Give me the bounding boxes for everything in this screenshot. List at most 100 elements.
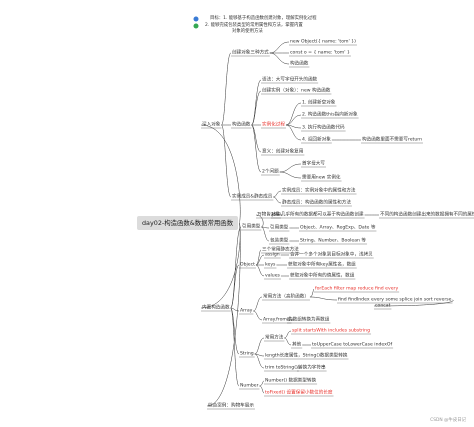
node-n1-2-3-2[interactable]: 2. 构造函数this指向新对象: [302, 112, 358, 118]
connector-n2_3-n2_3_1: [253, 296, 263, 312]
connector-n1_2_5-n1_2_5_1: [279, 163, 302, 173]
node-n1-2[interactable]: 构造函数: [232, 122, 251, 128]
node-n1-2-5-1[interactable]: 首字母大写: [302, 161, 325, 167]
node-n1-1-1[interactable]: new Object({ name: 'tom' }): [290, 39, 356, 45]
connector-n2_4-n2_4_1: [254, 337, 265, 355]
connector-root-n3: [206, 222, 241, 407]
node-n2-1-2-1[interactable]: Object、Array、RegExp、Date 等: [300, 225, 376, 231]
node-n2-1-1-0[interactable]: JS中几乎所有的数据都可以基于构造函数创建: [272, 212, 364, 218]
connector-n2_3_1_2-n2_3_1_3: [373, 299, 454, 307]
node-n2-3-1-3[interactable]: concat: [375, 303, 391, 309]
note-line-2: 2. 能够完成包装类型的常用属性和方法，掌握内置: [205, 23, 303, 28]
connector-root-n2: [200, 222, 241, 309]
node-n1-2-3[interactable]: 实例化过程: [262, 122, 285, 128]
node-n1-2-3-1[interactable]: 1. 创建新空对象: [302, 100, 336, 106]
node-n1-2-5[interactable]: 2个问题: [262, 169, 279, 175]
node-n2-2-1[interactable]: assign: [265, 252, 280, 258]
node-n1-3[interactable]: 实例成员&静态成员: [232, 194, 273, 200]
node-n2-3-2[interactable]: Array.from(): [263, 317, 291, 323]
node-n2-5-1[interactable]: Number() 数据类型转换: [265, 378, 317, 384]
node-n1-2-1[interactable]: 语法：大写字母开头的函数: [262, 77, 318, 83]
connector-n1_2_3-n1_2_3_4: [285, 124, 302, 141]
node-n2-4-3-1[interactable]: 转换为字符串: [298, 365, 326, 371]
connector-n2_4-n2_4_3: [254, 353, 265, 369]
node-n2[interactable]: 内置构造函数: [202, 305, 230, 311]
blue-dot-icon: [193, 16, 199, 22]
node-n2-1-1[interactable]: 万物皆对象: [257, 212, 280, 218]
node-n2-1[interactable]: 引用类型: [242, 224, 261, 230]
node-n2-4-2[interactable]: length长度属性，String()数据类型转换: [265, 353, 348, 359]
node-n1-2-3-5[interactable]: 构造函数里面不需要写return: [362, 137, 422, 143]
connector-n1_2_5-n1_2_5_2: [279, 171, 302, 179]
node-n2-1-3-1[interactable]: String、Number、Boolean 等: [300, 238, 367, 244]
note-line-1: 目标：1. 能够基于构造函数创建对象，理解实例化过程: [210, 16, 317, 21]
node-n2-3-1-1[interactable]: forEach filter map reduce find every: [315, 286, 399, 292]
node-n2-4-1-3[interactable]: toUpperCase toLowerCase indexOf: [312, 342, 393, 348]
node-n2-1-1-1[interactable]: 不同的构造函数创建出来的数据拥有不同的属性和方法: [380, 212, 474, 218]
watermark-text: CSDN @牛皮日记: [430, 418, 466, 423]
node-n2-2-1-1[interactable]: 合并一个多个对象到目标对象中，浅拷贝: [290, 252, 373, 258]
node-n1-2-2[interactable]: 创建实例（对象）：new 构造函数: [262, 88, 331, 94]
connector-n2_1-n2_1_2: [261, 226, 270, 229]
root-topic[interactable]: day02-构造函数&数据常用函数: [137, 216, 239, 230]
node-n2-4[interactable]: String: [240, 351, 254, 357]
node-n1-1[interactable]: 创建对象三种方式: [232, 50, 269, 56]
connector-n1_2-n1_2_4: [251, 124, 262, 153]
node-n2-4-1-2[interactable]: 其他: [292, 342, 302, 348]
connector-n2_2-n2_2_1: [255, 254, 265, 266]
node-n2-3[interactable]: Array: [240, 308, 253, 314]
connector-n2_4_1-n2_4_1_1: [284, 330, 292, 339]
node-n2-5[interactable]: Number: [240, 383, 259, 389]
connector-n2-n2_4: [230, 307, 240, 355]
connector-n2_1-n2_1_1: [255, 214, 264, 228]
green-dot-icon: [193, 23, 199, 29]
connector-n2_4_1-n2_4_1_2: [284, 337, 292, 346]
connector-n2_1-n2_1_3: [261, 226, 270, 242]
node-n2-2-3[interactable]: values: [265, 273, 280, 279]
node-n2-2[interactable]: Object: [240, 262, 255, 268]
connector-n1_1-n1_1_3: [269, 52, 290, 65]
node-n2-3-2-1[interactable]: 伪数组转换为真数组: [288, 317, 330, 323]
node-n2-4-1[interactable]: 常用方法: [265, 335, 284, 341]
node-n1-2-5-2[interactable]: 需要用new 实例化: [302, 175, 341, 181]
node-n1-3-2[interactable]: 静态成员：构造函数的属性和方法: [282, 200, 351, 206]
connector-root-n1: [200, 124, 241, 224]
node-n1-2-3-4[interactable]: 4. 返回新对象: [302, 137, 331, 143]
node-n2-3-1[interactable]: 常用方法（高阶函数）: [263, 294, 309, 300]
note-line-3: 对象的使用方法: [232, 29, 263, 34]
connector-n1_2-n1_2_2: [251, 90, 262, 126]
node-n1-2-3-3[interactable]: 3. 执行构造函数代码: [302, 125, 345, 131]
connector-n1_3-n1_3_2: [273, 196, 282, 204]
connector-n2_3_1-n2_3_1_2: [309, 296, 338, 301]
connector-n1_2_3-n1_2_3_3: [285, 124, 302, 129]
connector-n1_2-n1_2_5: [251, 124, 262, 173]
connector-n1_1-n1_1_1: [269, 41, 290, 54]
node-n2-3-1-2[interactable]: find findIndex every some splice join so…: [338, 297, 452, 303]
connector-n2_5-n2_5_2: [259, 385, 265, 394]
node-n2-4-3[interactable]: trim toString(): [265, 365, 298, 371]
connector-n1_3-n1_3_1: [273, 190, 282, 198]
node-n2-2-3-1[interactable]: 获取对象中所有的值属性，数组: [290, 273, 355, 279]
node-n1-2-4[interactable]: 意义：创建对象复用: [262, 149, 304, 155]
connector-n1_2_3-n1_2_3_1: [285, 102, 302, 126]
node-n2-4-1-1[interactable]: split startsWith includes substring: [292, 328, 371, 334]
node-n1-3-1[interactable]: 实例成员：实例对象中的属性和方法: [282, 188, 356, 194]
node-n2-2-2-1[interactable]: 获取对象中所有key属性名，数组: [288, 262, 356, 268]
node-n2-1-2[interactable]: 引用类型: [270, 225, 289, 231]
node-n1-1-2[interactable]: const o = { name: 'tom' }: [290, 50, 350, 56]
node-n1[interactable]: 深入对象: [202, 122, 221, 128]
node-n2-2-2[interactable]: keys: [265, 262, 276, 268]
connector-n2_5-n2_5_1: [259, 380, 265, 387]
connector-n2-n2_5: [230, 307, 240, 387]
connector-n2_2-n2_2_3: [255, 264, 265, 277]
connector-n2-n2_3: [230, 307, 240, 312]
node-n2-5-2[interactable]: toFixed() 设置保留小数位的长度: [265, 390, 333, 396]
connector-n2_3-n2_3_2: [253, 310, 263, 321]
connector-n1_2-n1_2_1: [251, 79, 262, 126]
node-n2-1-3[interactable]: 包装类型: [270, 238, 289, 244]
node-n2-2-0[interactable]: 三个常用静态方法: [262, 247, 299, 253]
connector-n2_3_1-n2_3_1_1: [309, 288, 315, 298]
node-n3[interactable]: 综合案例：购物车展示: [208, 403, 254, 409]
node-n1-1-3[interactable]: 构造函数: [290, 61, 309, 67]
